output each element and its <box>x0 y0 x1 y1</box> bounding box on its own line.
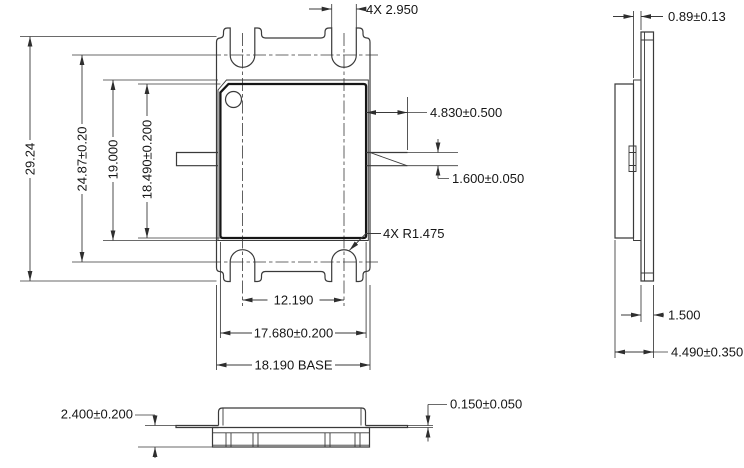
dim-label-flange-thickness: 1.500 <box>668 308 701 323</box>
dim-label-slot-center-height: 24.87±0.20 <box>75 127 90 192</box>
side-flange-detail-lines <box>641 32 654 281</box>
base-outline <box>215 27 371 283</box>
side-view <box>614 31 655 282</box>
front-right-lead <box>365 424 409 429</box>
side-lead-detail <box>628 145 637 172</box>
dim-label-base-width: 18.190 BASE <box>254 358 332 373</box>
front-lid-inner-lines <box>222 408 362 426</box>
pedestal-outline <box>217 79 369 241</box>
front-base-detail-lines <box>212 432 370 447</box>
side-flange-outline <box>640 31 655 282</box>
dimension-annotations: 4X 2.950 0.89±0.13 4.830±0.500 1.600±0.0… <box>20 2 743 458</box>
dim-label-slot-width: 4X 2.950 <box>366 2 418 17</box>
dim-label-overall-thickness: 4.490±0.350 <box>671 345 743 360</box>
left-lead <box>175 151 218 167</box>
dim-label-lid-width: 17.680±0.200 <box>254 326 333 341</box>
front-base-outline <box>211 426 371 448</box>
dim-label-slot-radius: 4X R1.475 <box>383 226 444 241</box>
right-lead-chamfer-line <box>369 152 408 167</box>
leader-slot-radius <box>349 233 381 251</box>
right-lead <box>366 151 408 167</box>
centerlines <box>208 33 378 306</box>
extension-lines <box>20 4 654 448</box>
dim-label-slot-center-spacing: 12.190 <box>274 293 314 308</box>
side-lid-outline <box>614 83 635 239</box>
front-view <box>175 407 409 448</box>
dim-label-lead-thickness: 0.150±0.050 <box>450 397 522 412</box>
dim-label-pedestal-height: 19.000 <box>106 140 121 180</box>
dim-label-base-thickness: 2.400±0.200 <box>61 407 133 422</box>
leader-connector-lines <box>135 112 668 416</box>
side-pedestal-step <box>633 79 641 241</box>
front-left-lead <box>175 424 219 429</box>
dim-label-lid-height: 18.490±0.200 <box>140 120 155 199</box>
dim-label-lead-width: 1.600±0.050 <box>452 171 524 186</box>
dim-label-overall-height: 29.24 <box>23 143 38 176</box>
top-view <box>175 27 408 306</box>
front-lid-outline <box>217 407 367 426</box>
pin1-marker-circle <box>224 90 243 109</box>
lid-outline <box>219 82 368 240</box>
dim-label-step-thickness: 0.89±0.13 <box>668 9 726 24</box>
dim-label-lead-length: 4.830±0.500 <box>430 105 502 120</box>
